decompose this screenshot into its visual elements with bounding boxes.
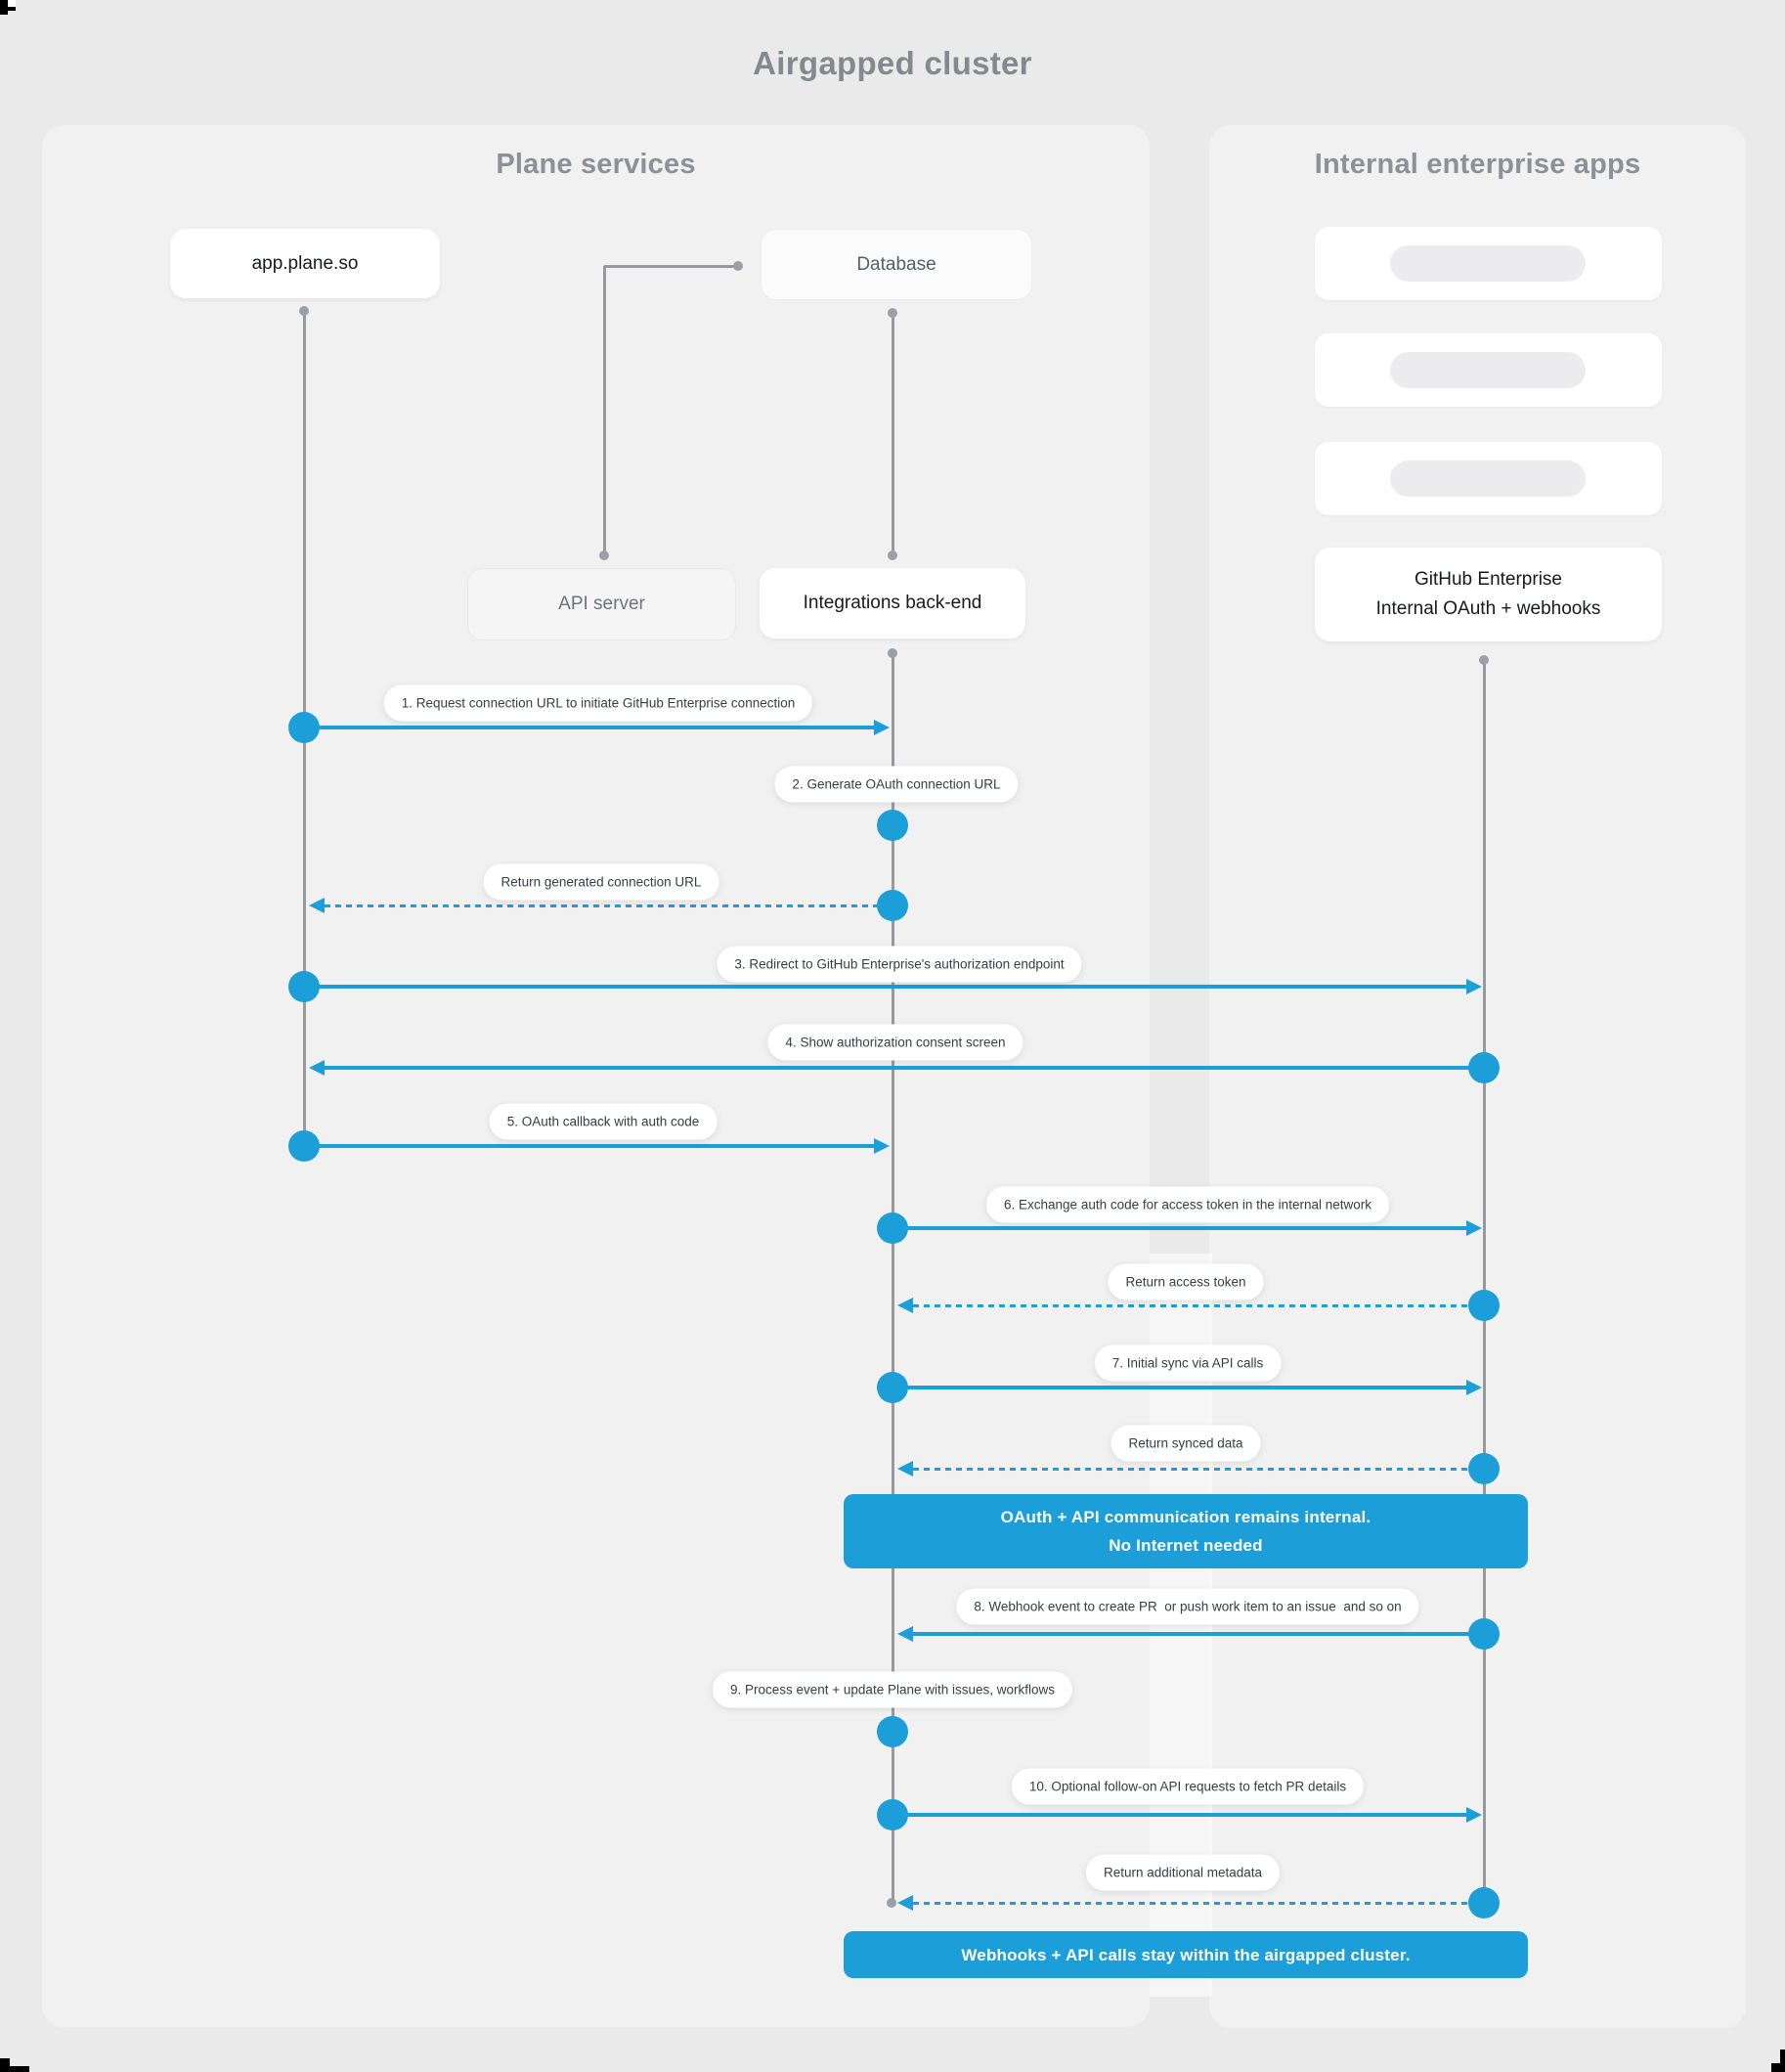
plane-services-panel (42, 125, 1150, 2027)
message-label: 4. Show authorization consent screen (767, 1024, 1023, 1061)
node-github-enterprise: GitHub Enterprise Internal OAuth + webho… (1315, 548, 1662, 641)
placeholder-pill (1390, 245, 1586, 282)
plane-services-header: Plane services (496, 149, 696, 180)
arrowhead-left-icon (309, 1060, 325, 1076)
arrowhead-left-icon (309, 898, 325, 913)
message-origin-dot (1468, 1052, 1500, 1083)
internal-app-placeholder-card (1315, 227, 1662, 300)
message-arrow-line (892, 1386, 1466, 1389)
internal-app-placeholder-card (1315, 442, 1662, 515)
message-arrow-line-dashed (913, 1303, 1484, 1307)
arrowhead-right-icon (1466, 1220, 1482, 1236)
message-arrow-line-dashed (913, 1467, 1484, 1471)
node-database: Database (761, 229, 1032, 300)
node-github-enterprise-label-line1: GitHub Enterprise (1414, 569, 1562, 590)
dot-integrations-end (887, 1898, 896, 1908)
connector-api-database (604, 264, 738, 268)
arrowhead-left-icon (897, 1298, 913, 1313)
message-arrow-line (304, 1144, 874, 1148)
banner-line: No Internet needed (1109, 1536, 1263, 1555)
internal-app-placeholder-card (1315, 333, 1662, 407)
arrowhead-left-icon (897, 1626, 913, 1642)
message-origin-dot (877, 1372, 908, 1403)
internal-communication-banner: OAuth + API communication remains intern… (844, 1494, 1528, 1568)
corner-artifact-bottom-right-2 (1771, 2063, 1785, 2072)
corner-artifact-top-left-notch (8, 0, 16, 7)
lifeline-integrations (891, 653, 894, 1903)
message-arrow-line (304, 985, 1466, 989)
message-origin-dot (288, 971, 320, 1002)
corner-artifact-top-left-2 (0, 11, 8, 15)
airgapped-cluster-banner: Webhooks + API calls stay within the air… (844, 1931, 1528, 1978)
placeholder-pill (1390, 352, 1586, 388)
corner-artifact-bottom-left (0, 2058, 10, 2072)
message-label: Return synced data (1110, 1425, 1261, 1462)
node-app-plane-so-label: app.plane.so (251, 252, 359, 274)
message-arrow-line-dashed (913, 1901, 1484, 1905)
arrowhead-left-icon (897, 1895, 913, 1911)
message-label: Return access token (1108, 1263, 1264, 1301)
banner-line: Webhooks + API calls stay within the air… (961, 1945, 1411, 1964)
lifeline-github (1482, 660, 1486, 1903)
message-origin-dot (877, 1212, 908, 1244)
message-label: 3. Redirect to GitHub Enterprise's autho… (717, 946, 1082, 983)
arrowhead-right-icon (1466, 979, 1482, 994)
message-label: 7. Initial sync via API calls (1094, 1345, 1282, 1382)
message-label: 6. Exchange auth code for access token i… (986, 1186, 1389, 1223)
message-arrow-line (892, 1813, 1466, 1817)
message-label: 1. Request connection URL to initiate Gi… (383, 684, 813, 722)
self-message-dot (877, 1716, 908, 1747)
dot-api-bottom (599, 551, 609, 560)
message-label: 2. Generate OAuth connection URL (774, 766, 1019, 803)
message-origin-dot (288, 712, 320, 743)
arrowhead-right-icon (874, 720, 890, 735)
banner-line: OAuth + API communication remains intern… (1000, 1508, 1371, 1526)
dot-github-top (1479, 655, 1489, 665)
message-origin-dot (1468, 1618, 1500, 1650)
node-integrations-backend: Integrations back-end (760, 568, 1025, 639)
message-label: 9. Process event + update Plane with iss… (712, 1671, 1073, 1708)
dot-database-bottom (888, 308, 897, 318)
lifeline-api-server (602, 266, 606, 555)
message-origin-dot (288, 1130, 320, 1162)
arrowhead-right-icon (1466, 1807, 1482, 1823)
message-label: Return additional metadata (1085, 1854, 1281, 1891)
message-label: 10. Optional follow-on API requests to f… (1011, 1768, 1365, 1805)
arrowhead-left-icon (897, 1461, 913, 1477)
message-arrow-line (325, 1066, 1484, 1070)
node-app-plane-so: app.plane.so (170, 229, 440, 298)
self-message-dot (877, 810, 908, 841)
node-api-server: API server (467, 568, 736, 640)
lifeline-database (891, 313, 894, 555)
arrowhead-right-icon (1466, 1380, 1482, 1395)
message-origin-dot (877, 890, 908, 921)
dot-app-top (299, 306, 309, 316)
message-label: 5. OAuth callback with auth code (489, 1103, 718, 1140)
message-origin-dot (877, 1799, 908, 1830)
message-origin-dot (1468, 1887, 1500, 1918)
corner-artifact-bottom-right (1780, 2050, 1785, 2072)
corner-artifact-bottom-left-2 (0, 2066, 29, 2072)
page-title: Airgapped cluster (753, 45, 1032, 81)
message-origin-dot (1468, 1453, 1500, 1484)
message-label: Return generated connection URL (483, 863, 719, 901)
placeholder-pill (1390, 461, 1586, 497)
message-arrow-line (892, 1226, 1466, 1230)
dot-connector-database (733, 261, 743, 271)
message-origin-dot (1468, 1290, 1500, 1321)
dot-integrations-below-box (888, 648, 897, 658)
node-integrations-backend-label: Integrations back-end (803, 593, 982, 613)
node-api-server-label: API server (558, 594, 645, 614)
arrowhead-right-icon (874, 1138, 890, 1154)
message-arrow-line (304, 726, 874, 729)
node-database-label: Database (856, 253, 936, 275)
dot-integrations-top (888, 551, 897, 560)
internal-apps-header: Internal enterprise apps (1314, 149, 1641, 180)
message-arrow-line (913, 1632, 1484, 1636)
message-label: 8. Webhook event to create PR or push wo… (956, 1588, 1419, 1625)
node-github-enterprise-label-line2: Internal OAuth + webhooks (1375, 598, 1601, 619)
message-arrow-line-dashed (325, 904, 892, 907)
